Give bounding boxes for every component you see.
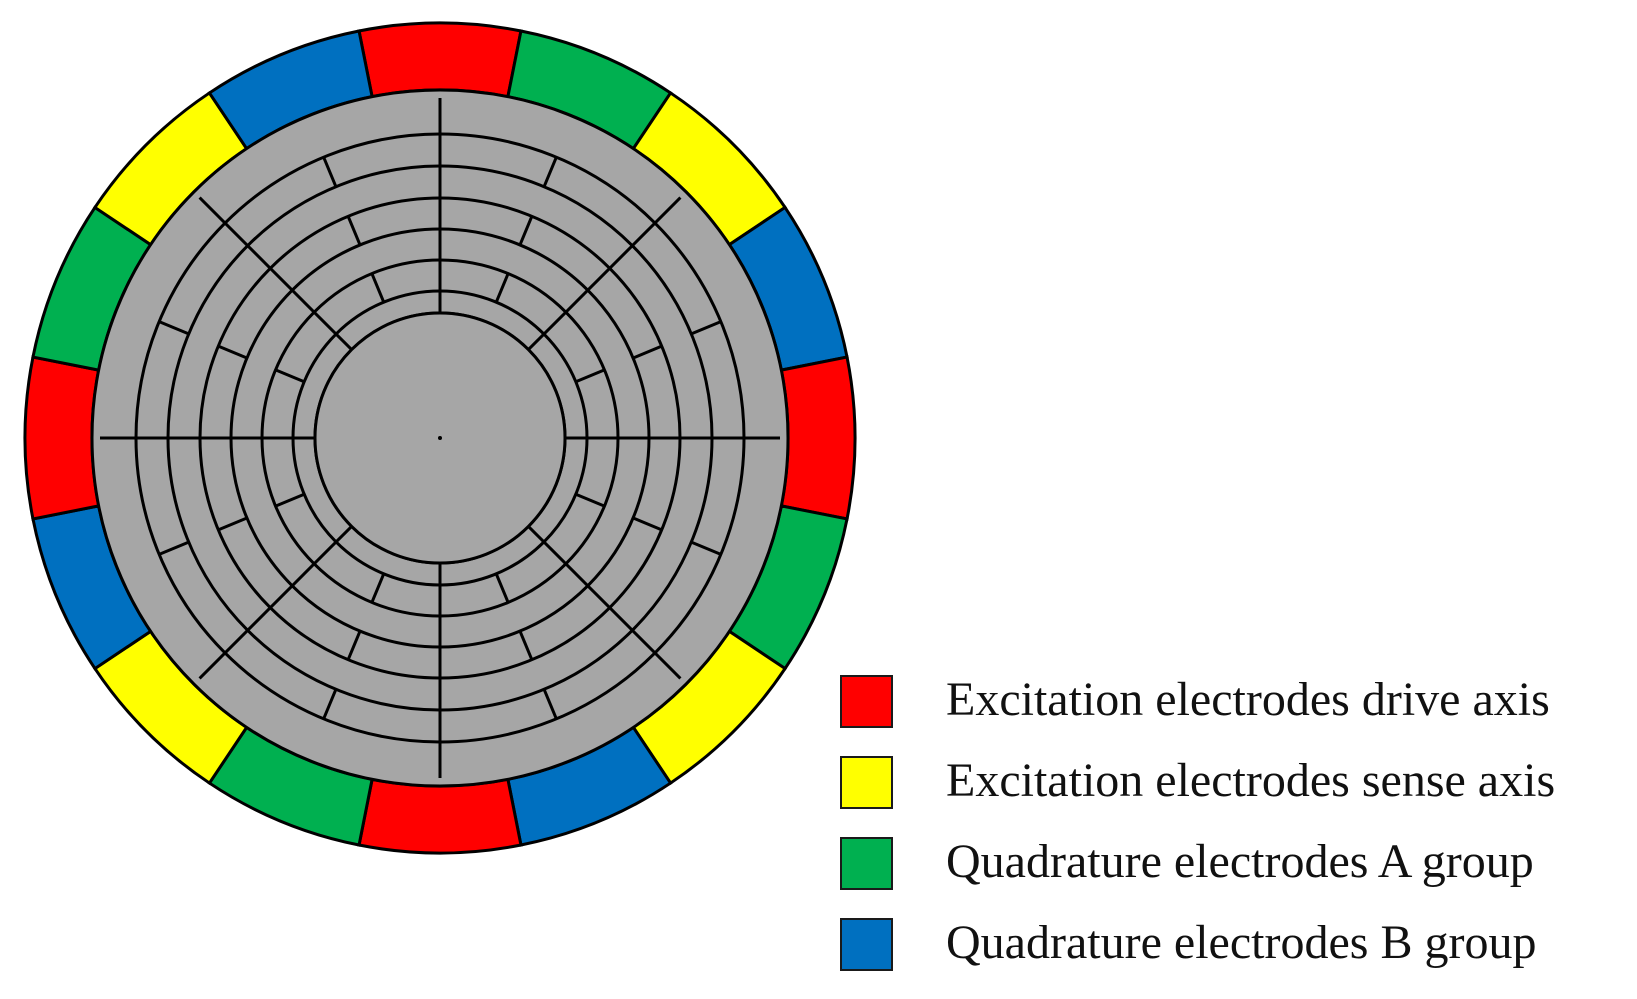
resonator-spoke [494, 573, 510, 604]
resonator-spoke [542, 688, 558, 720]
resonator-spoke [494, 272, 510, 303]
resonator-spoke [653, 651, 682, 680]
resonator-spoke [564, 289, 589, 314]
resonator-spoke [274, 492, 305, 508]
resonator-spoke [346, 630, 362, 661]
resonator-spoke [631, 629, 657, 655]
electrode-segment-drive-axis [779, 355, 857, 521]
resonator-spoke [608, 244, 634, 270]
legend-label-quadrature-a: Quadrature electrodes A group [946, 835, 1534, 888]
resonator-spoke [527, 332, 546, 351]
resonator-spoke [690, 320, 722, 336]
resonator-spoke [564, 562, 589, 587]
resonator-spoke [690, 540, 722, 556]
resonator-spoke [334, 525, 353, 544]
resonator-spoke [586, 584, 611, 609]
legend-item-quadrature-a: Quadrature electrodes A group [840, 835, 1630, 918]
resonator-spoke [631, 221, 657, 247]
resonator-spoke [246, 606, 272, 632]
resonator-spoke [518, 630, 534, 661]
resonator-spoke [291, 562, 316, 587]
resonator-spoke [217, 516, 248, 532]
resonator-spoke [217, 344, 248, 360]
resonator-spoke [322, 688, 338, 720]
electrode-ring [23, 21, 857, 855]
resonator-spoke [542, 311, 567, 336]
resonator-spoke [542, 156, 558, 188]
legend-swatch-drive-axis [840, 675, 893, 728]
resonator-spoke [246, 244, 272, 270]
resonator-spoke [313, 311, 338, 336]
resonator-body [90, 88, 790, 788]
resonator-spoke [632, 344, 663, 360]
resonator-spoke [346, 215, 362, 246]
resonator-spoke [158, 320, 190, 336]
resonator-spoke [158, 540, 190, 556]
resonator-spoke [313, 540, 338, 565]
resonator-spoke [223, 629, 249, 655]
legend: Excitation electrodes drive axis Excitat… [840, 673, 1630, 999]
resonator-spoke [370, 272, 386, 303]
legend-label-sense-axis: Excitation electrodes sense axis [946, 754, 1556, 807]
resonator-spoke [518, 215, 534, 246]
resonator-spoke [653, 196, 682, 225]
legend-label-quadrature-b: Quadrature electrodes B group [946, 916, 1537, 969]
legend-item-drive-axis: Excitation electrodes drive axis [840, 673, 1630, 756]
electrode-segment-drive-axis [357, 21, 523, 99]
legend-swatch-sense-axis [840, 756, 893, 809]
legend-item-quadrature-b: Quadrature electrodes B group [840, 916, 1630, 999]
resonator-spoke [198, 196, 227, 225]
legend-label-drive-axis: Excitation electrodes drive axis [946, 673, 1550, 726]
resonator-spoke [291, 289, 316, 314]
resonator-spoke [198, 651, 227, 680]
resonator-spoke [322, 156, 338, 188]
electrode-segment-drive-axis [23, 355, 101, 521]
electrode-segment-drive-axis [357, 777, 523, 855]
resonator-center-point [438, 436, 442, 440]
resonator-spoke [527, 525, 546, 544]
resonator-spoke [575, 492, 606, 508]
resonator-spoke [274, 368, 305, 384]
resonator-spoke [608, 606, 634, 632]
resonator-spoke [632, 516, 663, 532]
resonator-spoke [269, 584, 294, 609]
resonator-spoke [542, 540, 567, 565]
legend-swatch-quadrature-b [840, 918, 893, 971]
resonator-spoke [223, 221, 249, 247]
resonator-spoke [575, 368, 606, 384]
legend-item-sense-axis: Excitation electrodes sense axis [840, 754, 1630, 837]
resonator-spoke [334, 332, 353, 351]
resonator-spoke [269, 267, 294, 292]
legend-swatch-quadrature-a [840, 837, 893, 890]
resonator-spoke [370, 573, 386, 604]
resonator-spoke [586, 267, 611, 292]
